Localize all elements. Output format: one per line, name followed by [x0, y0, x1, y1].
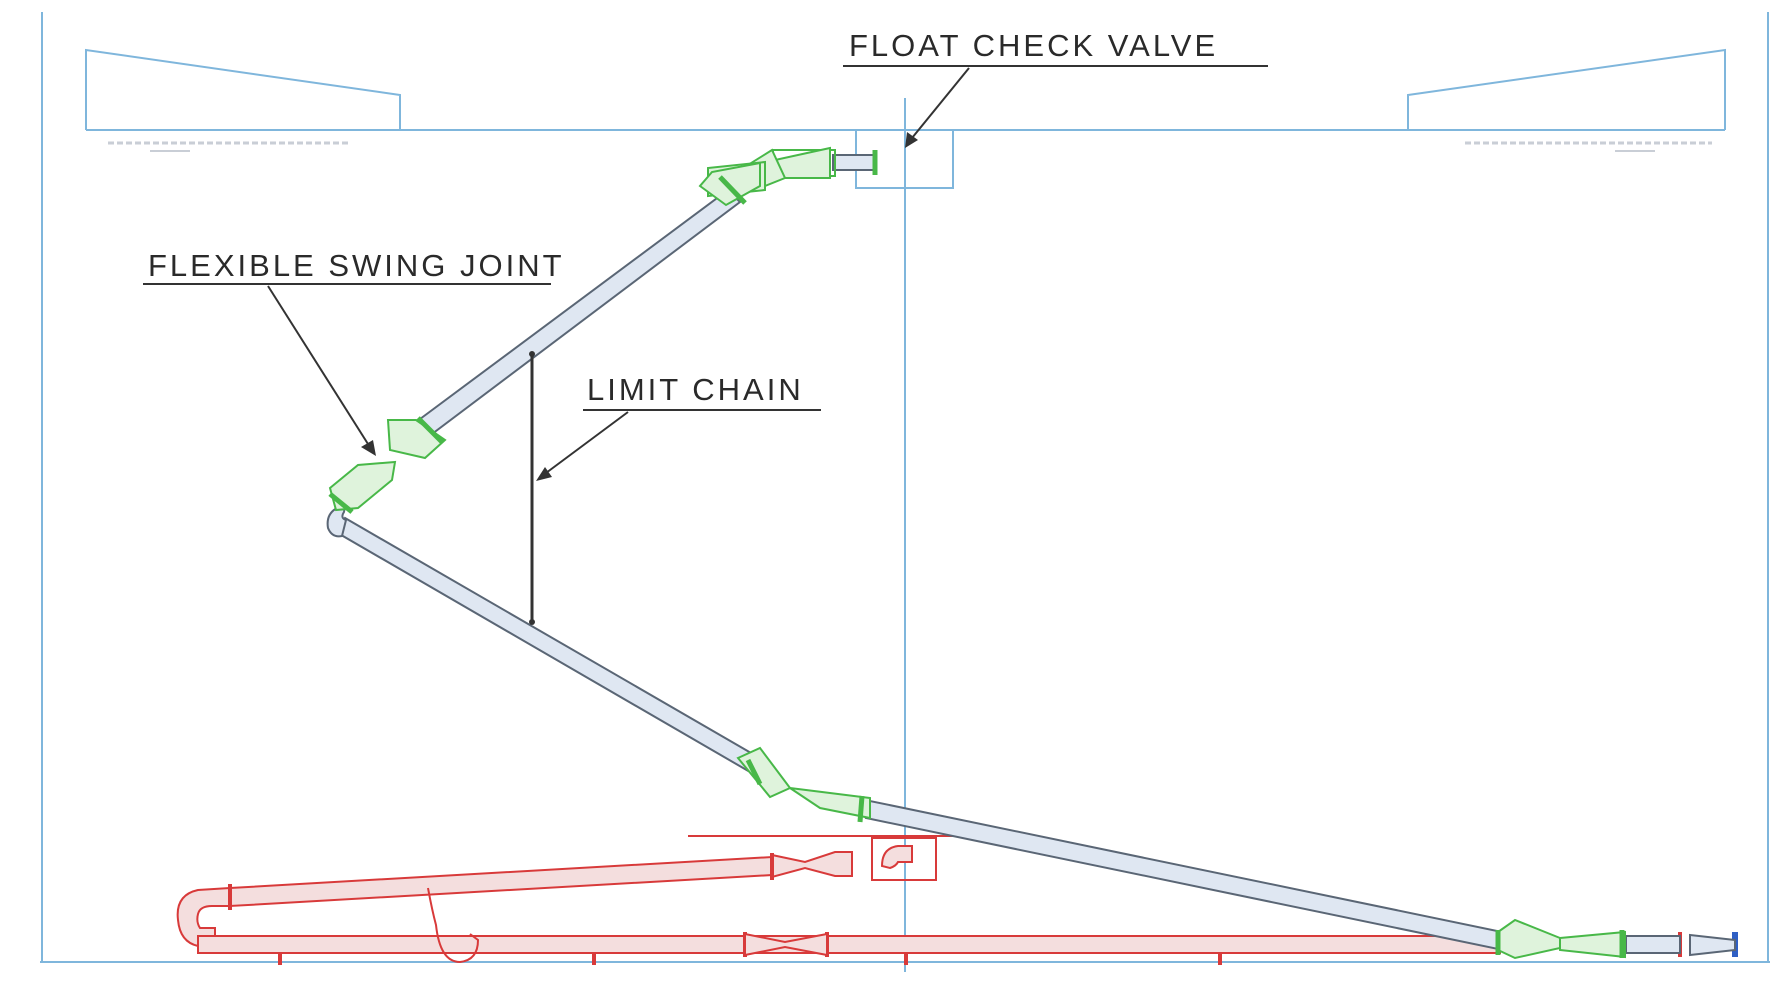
- floating-suction-pipe: [326, 154, 1681, 954]
- green-flange-6: [857, 795, 865, 823]
- outlet-valve: [1689, 932, 1738, 957]
- swing-joint-lower-2: [789, 787, 871, 820]
- red-lower-reducer: [744, 932, 828, 957]
- green-flange-2: [718, 175, 747, 205]
- red-upper-pipe: [229, 855, 773, 908]
- red-elbow-inlet: [880, 845, 913, 870]
- swing-joint-bottom-2: [1559, 930, 1626, 959]
- green-flange-3: [416, 416, 444, 444]
- roof-pontoon-left: [85, 48, 401, 130]
- callout-flexible-swing-joint: FLEXIBLE SWING JOINT: [143, 248, 565, 456]
- pipe-segment-lower-diagonal: [334, 516, 760, 774]
- arrowhead-limit-chain: [536, 467, 552, 481]
- arrowhead-flexible-swing-joint: [361, 440, 376, 456]
- limit-chain-anchor-top: [529, 351, 535, 357]
- red-return-bend: [176, 886, 231, 947]
- leader-limit-chain: [545, 411, 629, 474]
- red-upper-reducer: [771, 851, 853, 879]
- label-limit-chain: LIMIT CHAIN: [587, 372, 804, 407]
- fixed-bottom-piping: [176, 835, 1682, 965]
- limit-chain: [529, 351, 535, 625]
- swing-joint-mid: [386, 419, 447, 460]
- roof-pontoon-right: [1407, 48, 1726, 130]
- red-drain-loop: [427, 887, 480, 964]
- callout-limit-chain: LIMIT CHAIN: [536, 372, 821, 481]
- pipe-segment-valve-stub: [832, 154, 876, 171]
- label-float-check-valve: FLOAT CHECK VALVE: [849, 28, 1218, 63]
- pipe-outlet-stub: [1625, 935, 1681, 954]
- green-flange-5: [745, 758, 763, 786]
- red-inlet-box: [871, 837, 937, 881]
- red-lower-pipe: [197, 935, 1501, 954]
- swing-joint-elbow: [328, 460, 397, 512]
- leader-flexible-swing-joint: [267, 285, 369, 445]
- flexible-joints: [328, 146, 1626, 960]
- limit-chain-anchor-bottom: [529, 619, 535, 625]
- leader-float-check-valve: [911, 67, 970, 139]
- callout-float-check-valve: FLOAT CHECK VALVE: [843, 28, 1268, 148]
- green-flange-4: [328, 492, 354, 514]
- arrowhead-float-check-valve: [905, 132, 918, 148]
- pipe-elbow-swing: [326, 503, 348, 538]
- label-flexible-swing-joint: FLEXIBLE SWING JOINT: [148, 248, 565, 283]
- pipe-segment-bottom: [864, 799, 1504, 951]
- swing-joint-bottom-1: [1497, 918, 1561, 960]
- swing-joint-lower-1: [736, 746, 792, 799]
- outlet-valve-taper: [1689, 933, 1736, 957]
